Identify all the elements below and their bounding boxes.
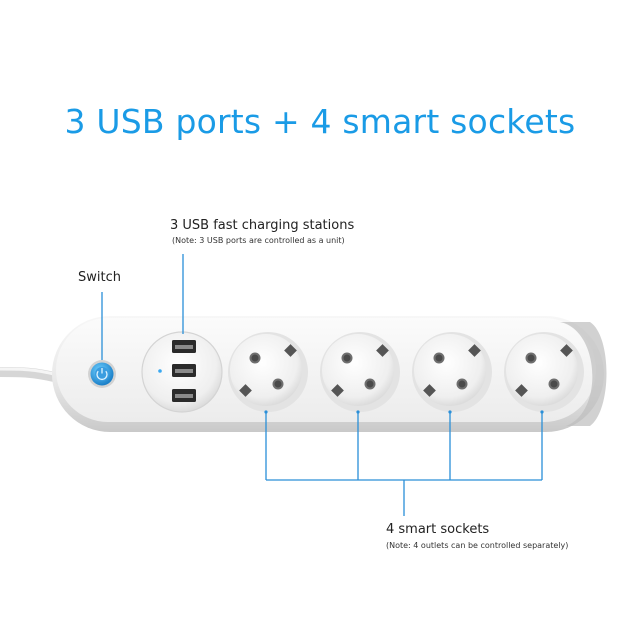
socket-icon[interactable]: [412, 332, 492, 412]
usb-port-icon[interactable]: [172, 389, 196, 402]
usb-callout-title: 3 USB fast charging stations: [170, 218, 355, 233]
led-indicator-icon: [158, 369, 162, 373]
power-switch[interactable]: [88, 360, 116, 388]
sockets-callout-lines: [265, 412, 543, 516]
socket-icon[interactable]: [320, 332, 400, 412]
switch-callout-label: Switch: [78, 270, 121, 285]
socket-icon[interactable]: [504, 332, 584, 412]
usb-callout-note: (Note: 3 USB ports are controlled as a u…: [172, 236, 345, 245]
usb-port-icon[interactable]: [172, 364, 196, 377]
sockets-callout-note: (Note: 4 outlets can be controlled separ…: [386, 541, 569, 550]
usb-module: [141, 331, 223, 413]
sockets-callout-title: 4 smart sockets: [386, 522, 490, 537]
socket-icon[interactable]: [228, 332, 308, 412]
headline: 3 USB ports + 4 smart sockets: [64, 102, 576, 141]
usb-port-icon[interactable]: [172, 340, 196, 353]
